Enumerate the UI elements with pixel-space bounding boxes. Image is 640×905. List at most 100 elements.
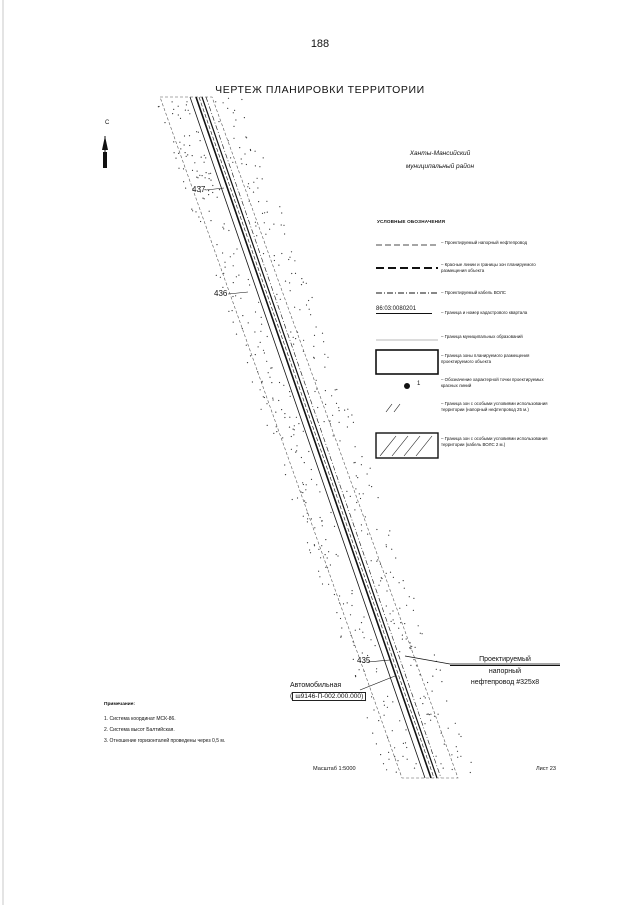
cable-line — [201, 96, 438, 779]
vegetation-dot — [282, 437, 284, 439]
vegetation-dot — [208, 190, 210, 192]
vegetation-dot — [272, 399, 274, 401]
vegetation-dot — [405, 729, 407, 731]
vegetation-dot — [349, 495, 351, 497]
vegetation-dot — [261, 323, 263, 325]
vegetation-dot — [433, 654, 435, 656]
vegetation-dot — [279, 206, 281, 208]
vegetation-dot — [313, 544, 315, 546]
vegetation-dot — [433, 715, 436, 717]
vegetation-dot — [349, 614, 352, 616]
vegetation-dot — [284, 474, 287, 476]
vegetation-dot — [406, 604, 408, 606]
vegetation-dot — [362, 631, 364, 633]
vegetation-dot — [208, 178, 210, 180]
km-tick-437 — [205, 187, 225, 191]
vegetation-dot — [258, 301, 260, 303]
road-label: Автомобильная (ш9146-П-002.000.000) — [290, 680, 400, 702]
pipeline-line — [198, 96, 435, 779]
vegetation-dot — [324, 366, 326, 368]
vegetation-dot — [404, 623, 406, 625]
vegetation-dot — [179, 141, 181, 143]
vegetation-dot — [346, 426, 348, 428]
vegetation-dot — [315, 326, 317, 328]
scale-label: Масштаб 1:5000 — [313, 766, 356, 772]
vegetation-dot — [319, 516, 321, 519]
vegetation-dot — [215, 274, 217, 276]
vegetation-dot — [458, 733, 460, 735]
vegetation-dot — [437, 713, 439, 715]
vegetation-dot — [178, 167, 180, 169]
vegetation-dot — [392, 610, 394, 612]
vegetation-dot — [337, 555, 339, 557]
vegetation-dot — [289, 290, 291, 292]
vegetation-dot — [328, 583, 330, 585]
vegetation-dot — [199, 174, 201, 176]
vegetation-dot — [306, 542, 309, 544]
vegetation-dot — [188, 135, 191, 137]
vegetation-dot — [223, 223, 225, 225]
vegetation-dot — [235, 333, 238, 335]
vegetation-dot — [363, 637, 365, 639]
vegetation-dot — [442, 767, 444, 769]
vegetation-dot — [262, 157, 264, 159]
vegetation-dot — [232, 112, 234, 114]
road-label-line-1: Автомобильная — [290, 682, 342, 689]
vegetation-dot — [276, 431, 278, 433]
vegetation-dot — [249, 187, 251, 189]
vegetation-dot — [352, 658, 354, 661]
vegetation-dot — [385, 572, 387, 575]
vegetation-dot — [354, 446, 356, 448]
vegetation-dot — [430, 719, 432, 721]
vegetation-dot — [404, 742, 407, 744]
vegetation-dot — [279, 298, 281, 300]
vegetation-dot — [251, 381, 253, 383]
vegetation-dot — [290, 435, 292, 438]
vegetation-dot — [189, 144, 191, 147]
vegetation-dot — [236, 248, 238, 250]
vegetation-dot — [415, 665, 418, 667]
vegetation-dot — [401, 638, 403, 640]
vegetation-dot — [295, 451, 297, 453]
road-leader-line — [359, 675, 396, 691]
vegetation-dot — [278, 381, 281, 384]
legend-item-8: – Граница зон с особыми условиями исполь… — [441, 401, 548, 412]
vegetation-dot — [320, 557, 322, 559]
vegetation-dot — [208, 194, 210, 196]
vegetation-dot — [382, 763, 385, 765]
vegetation-dot — [293, 429, 295, 431]
vegetation-dot — [330, 511, 332, 514]
vegetation-dot — [203, 161, 205, 163]
km-tick-436 — [227, 291, 249, 295]
vegetation-dot — [171, 101, 173, 103]
vegetation-dot — [469, 771, 471, 774]
vegetation-dot — [316, 484, 318, 486]
vegetation-dot — [410, 648, 412, 650]
vegetation-dot — [364, 516, 366, 518]
vegetation-dot — [427, 713, 429, 715]
vegetation-dot — [388, 534, 390, 536]
vegetation-dot — [380, 577, 382, 579]
vegetation-dot — [227, 140, 229, 142]
vegetation-dot — [261, 178, 263, 180]
vegetation-dot — [266, 211, 268, 213]
vegetation-dot — [333, 525, 336, 528]
vegetation-dot — [257, 346, 259, 348]
vegetation-dot — [284, 413, 286, 415]
cadastral-number: 86:03:0080201 — [376, 306, 432, 314]
vegetation-dot — [385, 544, 387, 546]
vegetation-dot — [409, 642, 411, 644]
vegetation-dot — [196, 131, 198, 133]
vegetation-dot — [332, 414, 334, 416]
vegetation-dot — [284, 280, 287, 282]
vegetation-dot — [179, 117, 182, 119]
vegetation-dot — [232, 282, 234, 284]
vegetation-dot — [327, 356, 329, 358]
vegetation-dot — [370, 639, 372, 641]
vegetation-dot — [242, 315, 244, 317]
vegetation-dot — [232, 295, 234, 298]
vegetation-dot — [321, 545, 323, 547]
vegetation-dot — [409, 647, 411, 649]
vegetation-dot — [421, 633, 423, 635]
vegetation-dot — [238, 274, 240, 276]
